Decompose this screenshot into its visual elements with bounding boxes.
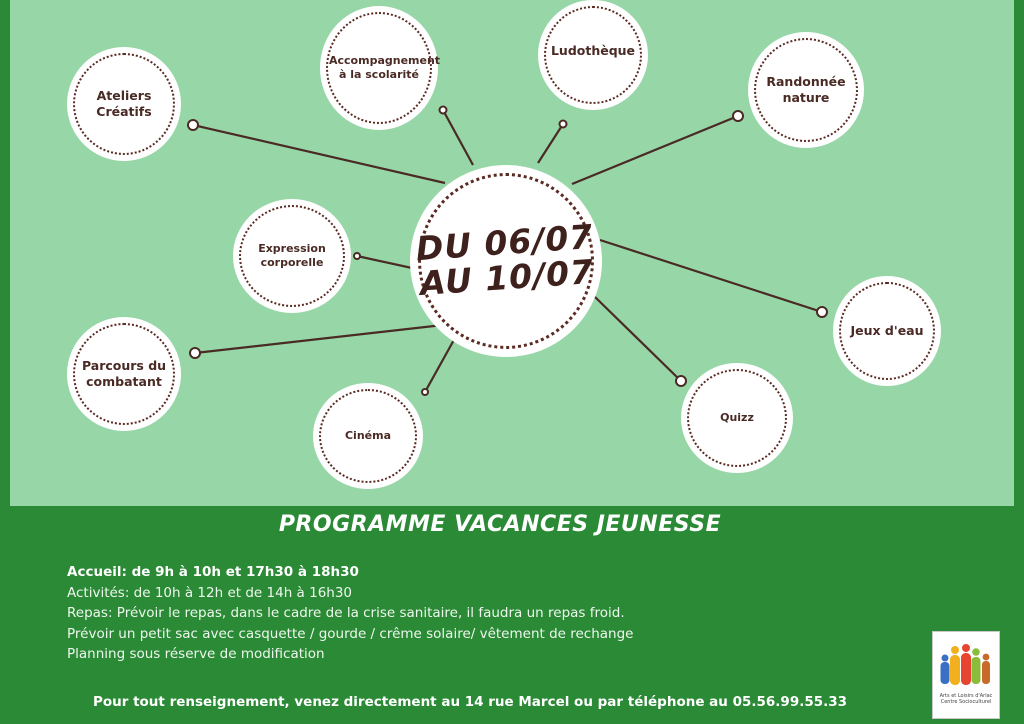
activity-label: Quizz — [720, 411, 754, 425]
program-title: PROGRAMME VACANCES JEUNESSE — [278, 512, 722, 537]
activity-cinema: Cinéma — [313, 383, 423, 489]
contact-footer: Pour tout renseignement, venez directeme… — [92, 694, 848, 710]
info-activites: Activités: de 10h à 12h et de 14h à 16h3… — [67, 584, 353, 601]
activity-label: Ateliers Créatifs — [96, 88, 152, 119]
organization-logo: Arts et Loisirs d'Arlac Centre Sociocult… — [932, 631, 1000, 719]
activity-randonnee-nature: Randonnée nature — [748, 32, 864, 148]
activity-ludotheque: Ludothèque — [538, 0, 648, 110]
activity-jeux-eau: Jeux d'eau — [833, 276, 941, 386]
activity-ateliers-creatifs: Ateliers Créatifs — [67, 47, 181, 161]
activity-label: Accompagnement à la scolarité — [329, 54, 441, 81]
info-repas: Repas: Prévoir le repas, dans le cadre d… — [67, 605, 625, 621]
activity-parcours-combatant: Parcours du combatant — [67, 317, 181, 431]
activity-label: Ludothèque — [550, 43, 636, 59]
activity-label: Jeux d'eau — [850, 323, 924, 339]
activity-accompagnement-scolarite: Accompagnement à la scolarité — [320, 6, 441, 130]
info-planning: Planning sous réserve de modification — [67, 646, 325, 662]
activity-expression-corporelle: Expression corporelle — [233, 199, 351, 313]
info-sac: Prévoir un petit sac avec casquette / go… — [67, 625, 634, 642]
logo-caption: Arts et Loisirs d'Arlac Centre Sociocult… — [935, 693, 997, 705]
activity-label: Parcours du combatant — [81, 358, 167, 389]
activity-label: Cinéma — [344, 429, 392, 443]
logo-subtitle: Centre Socioculturel — [940, 699, 992, 705]
activity-quizz: Quizz — [681, 363, 793, 473]
activity-label: Expression corporelle — [258, 242, 326, 269]
activity-label: Randonnée nature — [766, 74, 846, 105]
people-logo-icon — [940, 644, 990, 685]
logo-name: Arts et Loisirs d'Arlac — [939, 693, 993, 699]
info-accueil: Accueil: de 9h à 10h et 17h30 à 18h30 — [67, 564, 359, 580]
info-block: Accueil: de 9h à 10h et 17h30 à 18h30 Ac… — [67, 562, 634, 665]
